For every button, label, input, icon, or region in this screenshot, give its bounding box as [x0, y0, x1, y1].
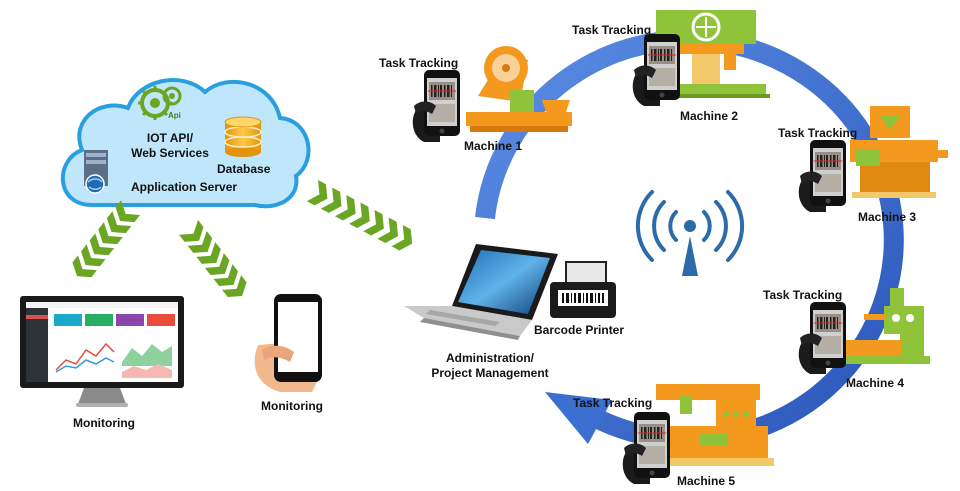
application-server-label: Application Server: [131, 180, 238, 194]
cloud-shape: [60, 78, 311, 209]
machine-1-graphic: [466, 46, 572, 132]
laptop: [404, 244, 558, 340]
api-badge-label: Api: [168, 111, 181, 120]
api-label: IOT API/ Web Services: [124, 132, 216, 159]
api-label-line1: IOT API/: [146, 131, 194, 145]
chevrons-cloud-to-mobile: [179, 220, 252, 304]
barcode-printer-label: Barcode Printer: [534, 323, 625, 337]
desktop-monitor: [20, 296, 184, 407]
machine-4-task-label: Task Tracking: [763, 288, 843, 302]
admin-label: Administration/ Project Management: [420, 352, 560, 379]
barcode-printer: [550, 261, 616, 318]
database-icon: [224, 116, 262, 157]
desktop-monitoring-label: Monitoring: [73, 416, 135, 430]
machine-3-task-label: Task Tracking: [778, 126, 858, 140]
machine-2-task-label: Task Tracking: [572, 23, 652, 37]
machine-1-task-label: Task Tracking: [379, 56, 459, 70]
gears-icon: [138, 86, 182, 120]
machine-5-task-label: Task Tracking: [573, 396, 653, 410]
machine-4-label: Machine 4: [846, 376, 905, 390]
machine-3-graphic: [850, 106, 948, 198]
machine-5-graphic: [656, 384, 774, 466]
database-label: Database: [217, 162, 271, 176]
machine-2-label: Machine 2: [680, 109, 739, 123]
machine-5-label: Machine 5: [677, 474, 736, 488]
machine-3-scanner: [798, 140, 846, 212]
admin-label-line2: Project Management: [431, 366, 549, 380]
chevrons-cloud-to-admin: [306, 180, 418, 255]
api-label-line2: Web Services: [131, 146, 209, 160]
mobile-phone-hand: [254, 294, 322, 392]
machine-3-label: Machine 3: [858, 210, 917, 224]
wifi-antenna-icon: [635, 190, 745, 276]
machine-4-scanner: [798, 302, 846, 374]
cycle-ring-arrowhead: [545, 392, 612, 444]
machine-4-graphic: [846, 288, 930, 364]
machine-1-scanner: [412, 70, 460, 142]
machine-1-label: Machine 1: [464, 139, 523, 153]
server-icon: [84, 150, 108, 194]
mobile-monitoring-label: Monitoring: [261, 399, 323, 413]
chevrons-cloud-to-desktop: [67, 200, 140, 284]
admin-label-line1: Administration/: [445, 351, 534, 365]
